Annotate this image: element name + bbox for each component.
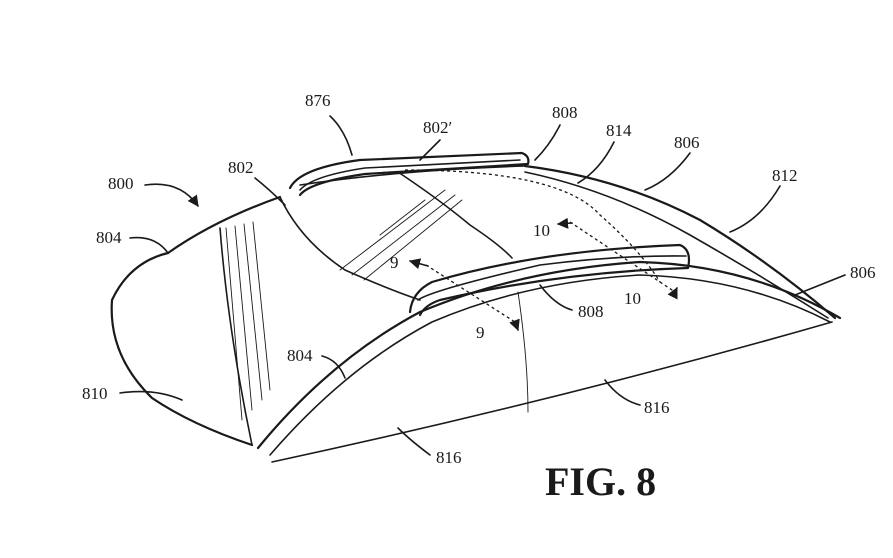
section-9-arrow-bottom <box>509 318 520 332</box>
door-pillar <box>517 291 529 413</box>
glass-hatch-3 <box>363 199 463 281</box>
leader-876 <box>329 115 353 156</box>
leader-808-top <box>534 124 561 161</box>
leader-802p <box>419 139 441 161</box>
side-roof-rail <box>408 243 691 317</box>
section-10-bottom: 10 <box>624 289 641 308</box>
a-pillar-left <box>219 227 253 446</box>
figure-caption: FIG. 8 <box>545 459 656 504</box>
front-roof-rail <box>288 151 530 197</box>
glass-hatch-4 <box>379 199 426 236</box>
ref-806-right: 806 <box>850 263 876 282</box>
leader-812 <box>729 185 781 233</box>
ref-806-top: 806 <box>674 133 700 152</box>
ref-804-left: 804 <box>96 228 122 247</box>
leader-lines <box>119 115 846 456</box>
section-9-bottom: 9 <box>476 323 485 342</box>
windshield-reflection-4 <box>252 221 271 391</box>
ref-802-prime: 802′ <box>423 118 452 137</box>
reference-numerals: 800 876 802′ 802 808 814 806 812 806 804… <box>82 91 876 467</box>
ref-816-bottom: 816 <box>436 448 462 467</box>
leader-804-mid <box>321 355 346 379</box>
roof-top-curve <box>523 164 837 320</box>
side-roof-edge <box>256 260 842 450</box>
leader-800 <box>144 183 199 207</box>
side-rail-outer <box>408 243 691 317</box>
windshield-top-edge <box>166 195 282 255</box>
section-lines <box>408 217 678 332</box>
bottom-sill-line <box>271 321 833 463</box>
front-rail-inner <box>299 159 521 191</box>
ref-804-mid: 804 <box>287 346 313 365</box>
leader-816-right <box>604 379 641 406</box>
section-9-top: 9 <box>390 253 399 272</box>
ref-816-right: 816 <box>644 398 670 417</box>
glass-hatch-1 <box>339 189 446 271</box>
leader-808-mid <box>539 284 573 311</box>
ref-808-top: 808 <box>552 103 578 122</box>
glass-front-edge <box>279 196 421 301</box>
side-inner-curve <box>269 274 831 456</box>
section-10-top: 10 <box>533 221 550 240</box>
front-rail-outer <box>288 151 530 197</box>
front-nose-outline <box>110 251 254 447</box>
section-9-arrow-top <box>408 258 429 270</box>
windshield-reflection-3 <box>243 223 263 401</box>
ref-814: 814 <box>606 121 632 140</box>
ref-810: 810 <box>82 384 108 403</box>
roof-top-inner <box>524 171 829 319</box>
leader-810 <box>119 390 183 401</box>
ref-876: 876 <box>305 91 331 110</box>
section-10-arrow-top <box>556 217 573 229</box>
leader-816-bottom <box>397 427 431 456</box>
leader-802 <box>254 177 286 206</box>
side-rail-inner <box>417 255 687 301</box>
ref-800: 800 <box>108 174 134 193</box>
leader-814 <box>577 141 615 184</box>
windshield-reflection-1 <box>225 227 243 421</box>
ref-812: 812 <box>772 166 798 185</box>
vehicle-body <box>110 164 842 463</box>
section-10-arrow-bottom <box>667 286 678 300</box>
ref-808-mid: 808 <box>578 302 604 321</box>
leader-806-right <box>794 274 846 296</box>
ref-802: 802 <box>228 158 254 177</box>
leader-804-left <box>129 236 169 254</box>
glass-hatch-2 <box>351 194 456 276</box>
windshield-reflection-2 <box>234 225 253 411</box>
glass-leading-edge <box>397 171 513 259</box>
leader-806-top <box>644 152 691 191</box>
